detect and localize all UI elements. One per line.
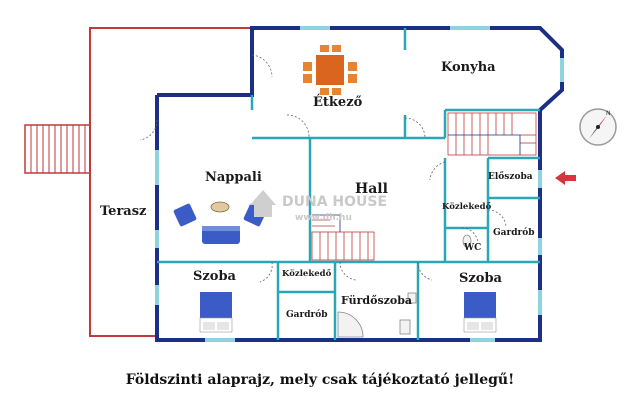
plan-caption: Földszinti alaprajz, mely csak tájékozta… <box>125 372 515 388</box>
watermark: DUNA HOUSE www.dh.hu <box>250 190 387 223</box>
door-swings <box>139 54 507 283</box>
compass-icon: N <box>579 108 617 146</box>
interior-walls <box>157 28 540 340</box>
terrace-outline <box>24 27 252 337</box>
dining-table <box>303 45 357 95</box>
room-furdoszoba: Fürdőszoba <box>341 294 412 307</box>
room-szoba-left: Szoba <box>193 269 237 284</box>
room-gardrob-left: Gardrób <box>286 309 328 320</box>
entrance-arrow-icon <box>555 171 576 185</box>
windows <box>155 26 564 342</box>
staircase-upper <box>447 112 537 156</box>
room-eloszoba: Előszoba <box>488 171 533 182</box>
floor-plan: DUNA HOUSE www.dh.hu N Terasz Étkező Kon… <box>24 26 617 342</box>
staircase-hall <box>311 214 375 261</box>
room-hall: Hall <box>355 181 388 197</box>
bed-left <box>199 292 233 333</box>
watermark-brand: DUNA HOUSE <box>282 194 387 210</box>
living-room-furniture <box>173 201 267 244</box>
room-szoba-right: Szoba <box>459 271 503 286</box>
watermark-url: www.dh.hu <box>295 213 352 223</box>
room-kozlekedo-left: Közlekedő <box>282 268 332 279</box>
svg-text:N: N <box>606 110 611 117</box>
room-konyha: Konyha <box>441 60 496 75</box>
room-gardrob-right: Gardrób <box>493 227 535 238</box>
room-kozlekedo-right: Közlekedő <box>442 201 492 212</box>
bed-right <box>463 292 497 333</box>
bathroom-fixtures <box>337 234 472 338</box>
room-wc: WC <box>463 243 481 253</box>
room-terasz: Terasz <box>100 204 146 219</box>
room-etkezo: Étkező <box>313 94 363 110</box>
room-nappali: Nappali <box>205 170 262 185</box>
